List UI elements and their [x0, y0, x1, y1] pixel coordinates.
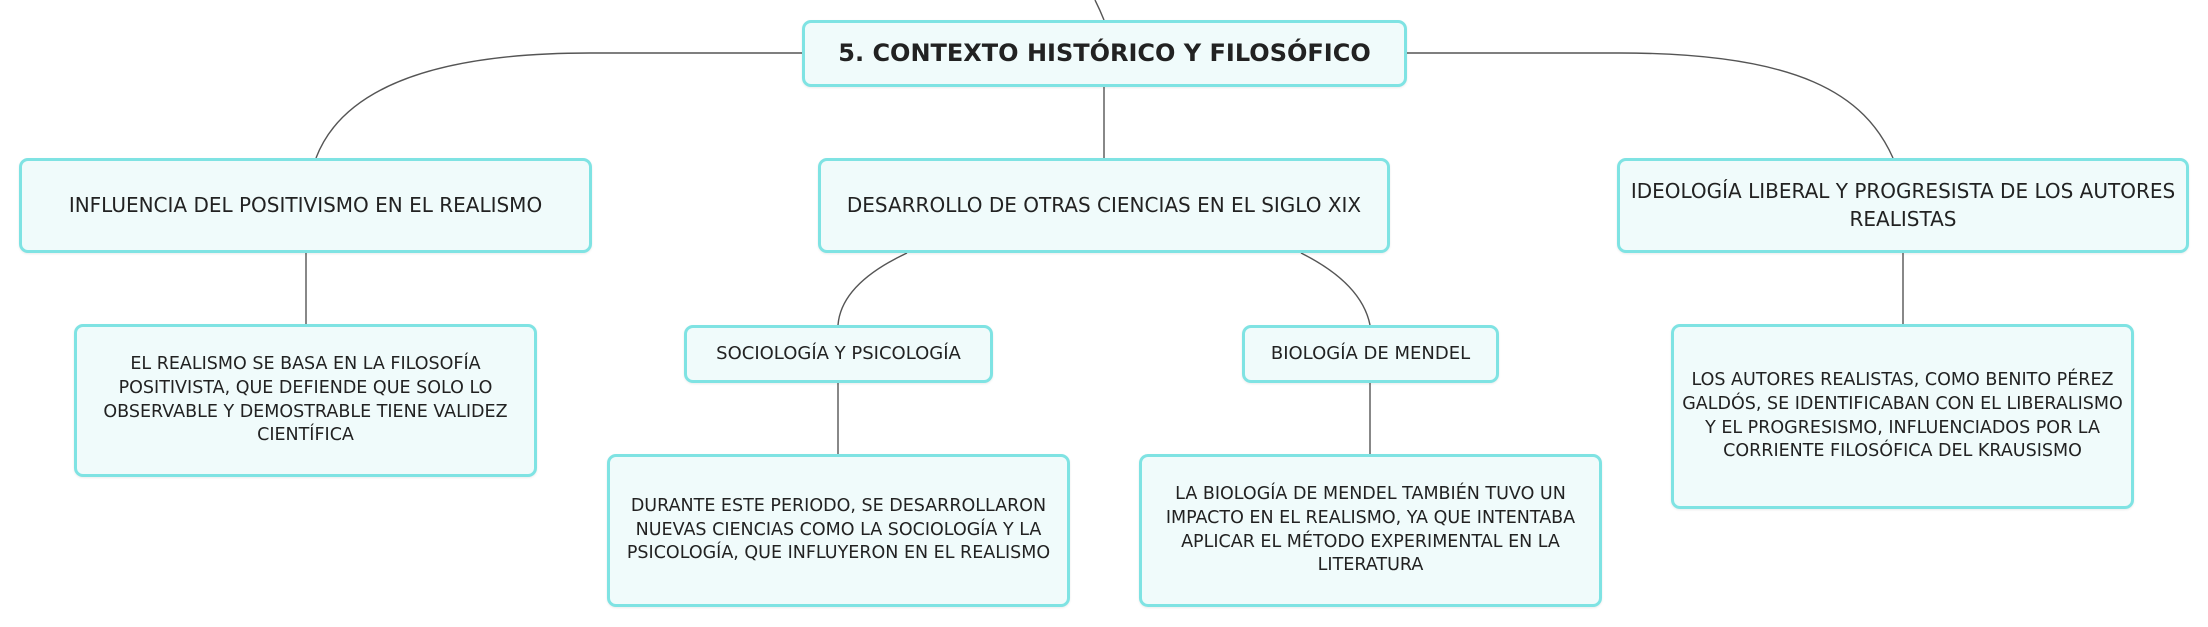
branch-positivismo-label: INFLUENCIA DEL POSITIVISMO EN EL REALISM…	[68, 192, 543, 217]
branch-otras-ciencias-label: DESARROLLO DE OTRAS CIENCIAS EN EL SIGLO…	[846, 192, 1362, 217]
subtopic-biologia-mendel[interactable]: BIOLOGÍA DE MENDEL	[1242, 325, 1499, 383]
leaf-biologia-detail-text: LA BIOLOGÍA DE MENDEL TAMBIÉN TUVO UN IM…	[1165, 483, 1576, 576]
leaf-positivismo-detail[interactable]: EL REALISMO SE BASA EN LA FILOSOFÍA POSI…	[74, 324, 537, 477]
leaf-sociologia-detail[interactable]: DURANTE ESTE PERIODO, SE DESARROLLARON N…	[607, 454, 1070, 607]
leaf-biologia-detail[interactable]: LA BIOLOGÍA DE MENDEL TAMBIÉN TUVO UN IM…	[1139, 454, 1602, 607]
connector-root-to-ideologia	[1407, 52, 1894, 159]
branch-positivismo[interactable]: INFLUENCIA DEL POSITIVISMO EN EL REALISM…	[19, 158, 592, 253]
connector-parent	[1094, 0, 1105, 21]
root-node-label: 5. CONTEXTO HISTÓRICO Y FILOSÓFICO	[838, 39, 1371, 68]
leaf-ideologia-detail[interactable]: LOS AUTORES REALISTAS, COMO BENITO PÉREZ…	[1671, 324, 2134, 509]
root-node[interactable]: 5. CONTEXTO HISTÓRICO Y FILOSÓFICO	[802, 20, 1407, 87]
connector-ciencias-to-sociologia	[837, 252, 908, 326]
subtopic-biologia-mendel-label: BIOLOGÍA DE MENDEL	[1270, 342, 1471, 364]
leaf-sociologia-detail-text: DURANTE ESTE PERIODO, SE DESARROLLARON N…	[626, 495, 1051, 564]
leaf-ideologia-detail-text: LOS AUTORES REALISTAS, COMO BENITO PÉREZ…	[1682, 369, 2123, 462]
branch-ideologia-liberal-label: IDEOLOGÍA LIBERAL Y PROGRESISTA DE LOS A…	[1630, 179, 2176, 231]
branch-ideologia-liberal[interactable]: IDEOLOGÍA LIBERAL Y PROGRESISTA DE LOS A…	[1617, 158, 2189, 253]
branch-otras-ciencias[interactable]: DESARROLLO DE OTRAS CIENCIAS EN EL SIGLO…	[818, 158, 1390, 253]
subtopic-sociologia-psicologia-label: SOCIOLOGÍA Y PSICOLOGÍA	[716, 342, 961, 364]
connector-root-to-positivism	[315, 52, 802, 159]
leaf-positivismo-detail-text: EL REALISMO SE BASA EN LA FILOSOFÍA POSI…	[103, 353, 508, 446]
subtopic-sociologia-psicologia[interactable]: SOCIOLOGÍA Y PSICOLOGÍA	[684, 325, 993, 383]
connector-ciencias-to-biologia	[1300, 252, 1371, 326]
